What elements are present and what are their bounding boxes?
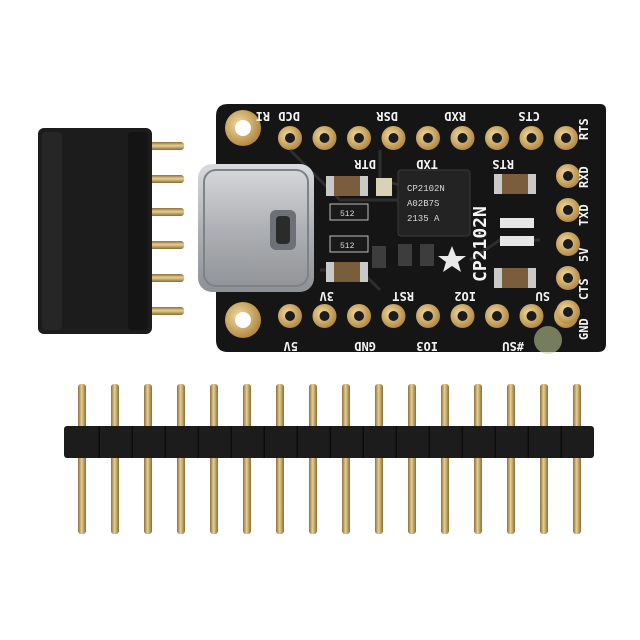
silk-label-right: TXD (577, 204, 591, 226)
socket-pin (148, 307, 184, 315)
header-pin (573, 384, 581, 534)
silk-label-right: RTS (577, 118, 591, 140)
socket-pin (148, 241, 184, 249)
socket-pin (148, 142, 184, 150)
silk-label-inner-top: RTS (492, 157, 514, 171)
resistor-marking: 512 (340, 210, 355, 219)
silk-label-inner-bottom: SU (536, 289, 550, 303)
header-pin (375, 384, 383, 534)
chip-marking-3: 2135 A (407, 214, 440, 224)
silk-label-right: CTS (577, 278, 591, 300)
socket-pin (148, 175, 184, 183)
silk-label-right: GND (577, 318, 591, 340)
resistor-marking: 512 (340, 242, 355, 251)
socket-pins (148, 142, 184, 315)
header-pin (540, 384, 548, 534)
silk-label-right: 5V (577, 248, 591, 262)
silk-label-bottom: IO3 (416, 339, 438, 353)
header-pin (408, 384, 416, 534)
usb-c-connector (198, 164, 314, 292)
header-pin (210, 384, 218, 534)
socket-body (38, 128, 152, 334)
silk-label-inner-bottom: RST (392, 289, 414, 303)
silk-label-right: RXD (577, 166, 591, 188)
chip-marking-1: CP2102N (407, 184, 445, 194)
star-icon (438, 246, 466, 272)
silk-label-inner-top: TXD (416, 157, 438, 171)
chip-marking-2: A02B7S (407, 199, 439, 209)
header-pin (78, 384, 86, 534)
mounting-hole (534, 326, 562, 354)
silk-label-top: CTS (518, 109, 540, 123)
silk-label-top: DSR (376, 109, 398, 123)
header-plastic (64, 426, 594, 458)
header-pin (507, 384, 515, 534)
silk-label-inner-top: DTR (354, 157, 376, 171)
silk-label-bottom: 5V (284, 339, 298, 353)
header-pin (276, 384, 284, 534)
female-socket-header (38, 128, 184, 334)
silk-label-top: RI (256, 109, 270, 123)
silk-label-bottom: #SU (502, 339, 524, 353)
silk-label-top: RXD (444, 109, 466, 123)
cp2102n-chip: CP2102N A02B7S 2135 A (397, 169, 471, 237)
header-pin (177, 384, 185, 534)
header-pin (144, 384, 152, 534)
header-pin (474, 384, 482, 534)
header-pin (441, 384, 449, 534)
header-pin (342, 384, 350, 534)
header-pin (309, 384, 317, 534)
silkscreen-labels: DCD RI DSR RXD CTS DTR TXD RTS RTS RXD TXD 5V CTS GND… (256, 109, 591, 353)
socket-pin (148, 208, 184, 216)
header-pins (78, 384, 581, 534)
passive-components: 512 512 (326, 174, 536, 288)
silk-label-inner-bottom: 3V (320, 289, 334, 303)
silk-label-bottom: GND (354, 339, 376, 353)
cp2102n-breakout-board: CP2102N A02B7S 2135 A 512 512 DCD RI DSR RX… (198, 104, 606, 354)
silk-brand: CP2102N (470, 206, 491, 282)
pin-pads (278, 126, 580, 328)
header-pin (111, 384, 119, 534)
header-pin (243, 384, 251, 534)
silk-label-top: DCD (278, 109, 300, 123)
silk-label-inner-bottom: IO2 (454, 289, 476, 303)
male-pin-header-strip (64, 384, 594, 534)
socket-pin (148, 274, 184, 282)
